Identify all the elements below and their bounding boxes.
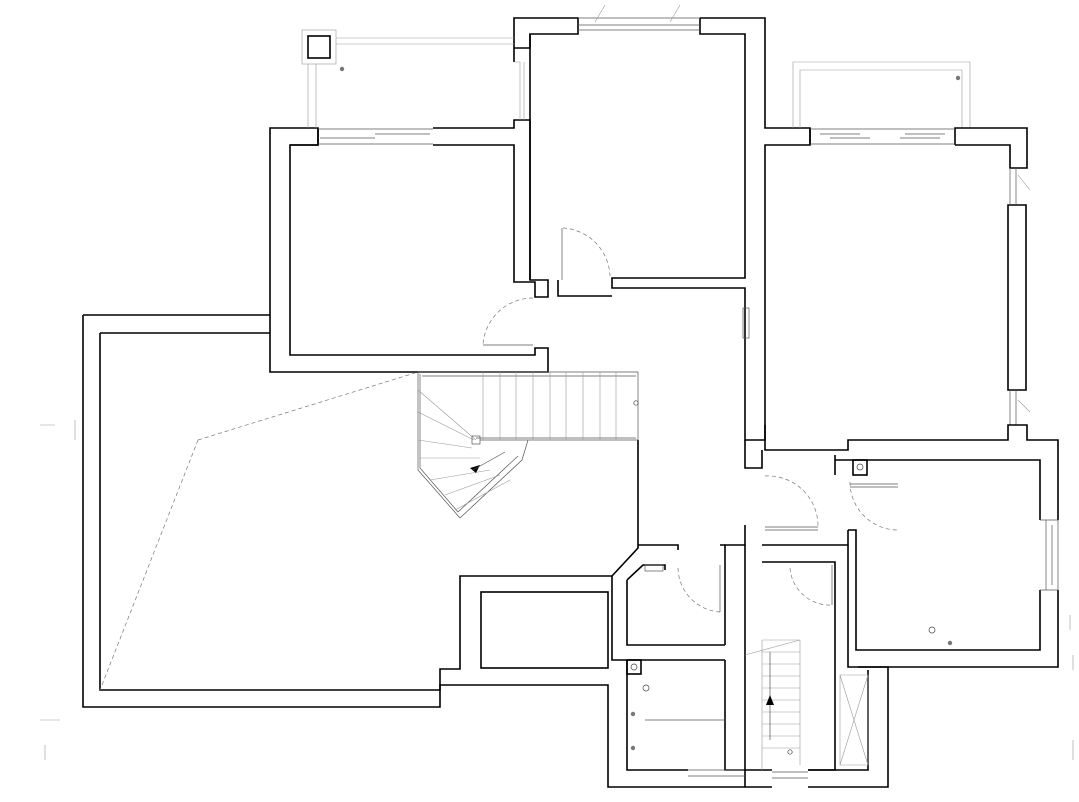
stair-up-arrow-icon [766, 695, 774, 705]
upper-right-room [764, 127, 1059, 520]
lower-stair [744, 639, 801, 770]
margin-marks [40, 420, 1074, 760]
upper-middle-room [513, 4, 811, 441]
large-open-area [82, 127, 700, 788]
upper-left-balcony [301, 29, 525, 128]
lower-stair-room [744, 545, 889, 788]
right-middle-room [834, 455, 1059, 668]
main-stair-treads [417, 372, 617, 511]
upper-right-balcony [792, 61, 971, 128]
small-left-room [611, 564, 725, 661]
central-hall [638, 440, 849, 645]
wc-room [626, 659, 746, 788]
main-stair [417, 371, 639, 519]
store-room [480, 591, 609, 669]
upper-left-room [290, 119, 549, 346]
